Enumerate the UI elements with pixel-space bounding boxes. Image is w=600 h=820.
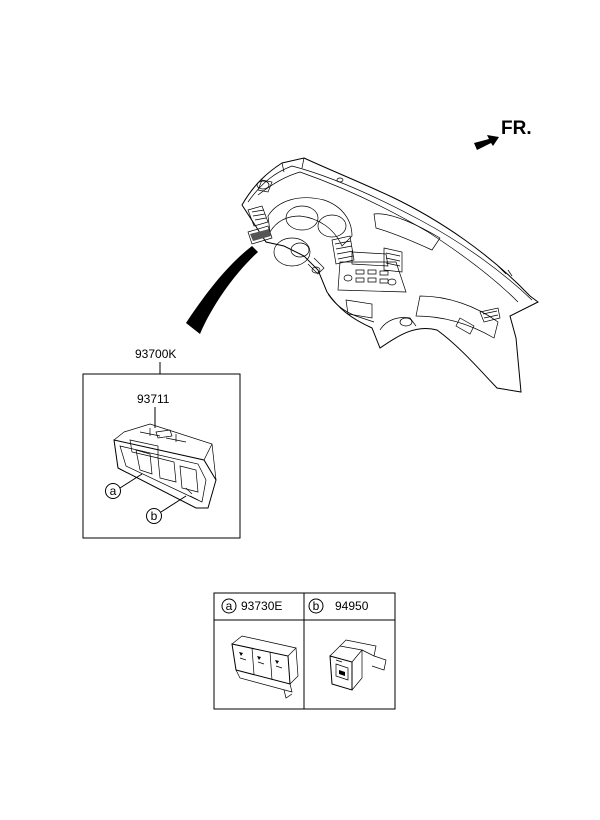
switch-b-illustration: [329, 639, 387, 691]
switch-a-illustration: [231, 635, 299, 699]
location-pointer: [186, 246, 258, 334]
dashboard-illustration: [241, 157, 539, 393]
parts-table-marker-a: a: [226, 599, 233, 613]
front-direction-arrow-icon: [474, 135, 499, 150]
parts-table-marker-b: b: [313, 599, 320, 613]
component-part-number: 93711: [137, 392, 170, 406]
parts-table-part-b: 94950: [335, 599, 369, 613]
callout-b: b: [146, 495, 187, 524]
parts-table-header-a: a 93730E: [221, 598, 282, 614]
callout-a: a: [105, 473, 143, 499]
parts-table-header-b: b 94950: [308, 598, 369, 614]
callout-b-label: b: [151, 509, 158, 523]
parts-table: a 93730E b 94950: [213, 592, 396, 710]
assembly-frame: [82, 373, 241, 539]
switch-panel-bezel: [113, 423, 217, 509]
assembly-part-number: 93700K: [135, 347, 176, 361]
front-direction-indicator: FR.: [474, 118, 532, 150]
parts-table-part-a: 93730E: [241, 599, 282, 613]
callout-a-label: a: [110, 484, 117, 498]
front-direction-label: FR.: [501, 118, 532, 139]
